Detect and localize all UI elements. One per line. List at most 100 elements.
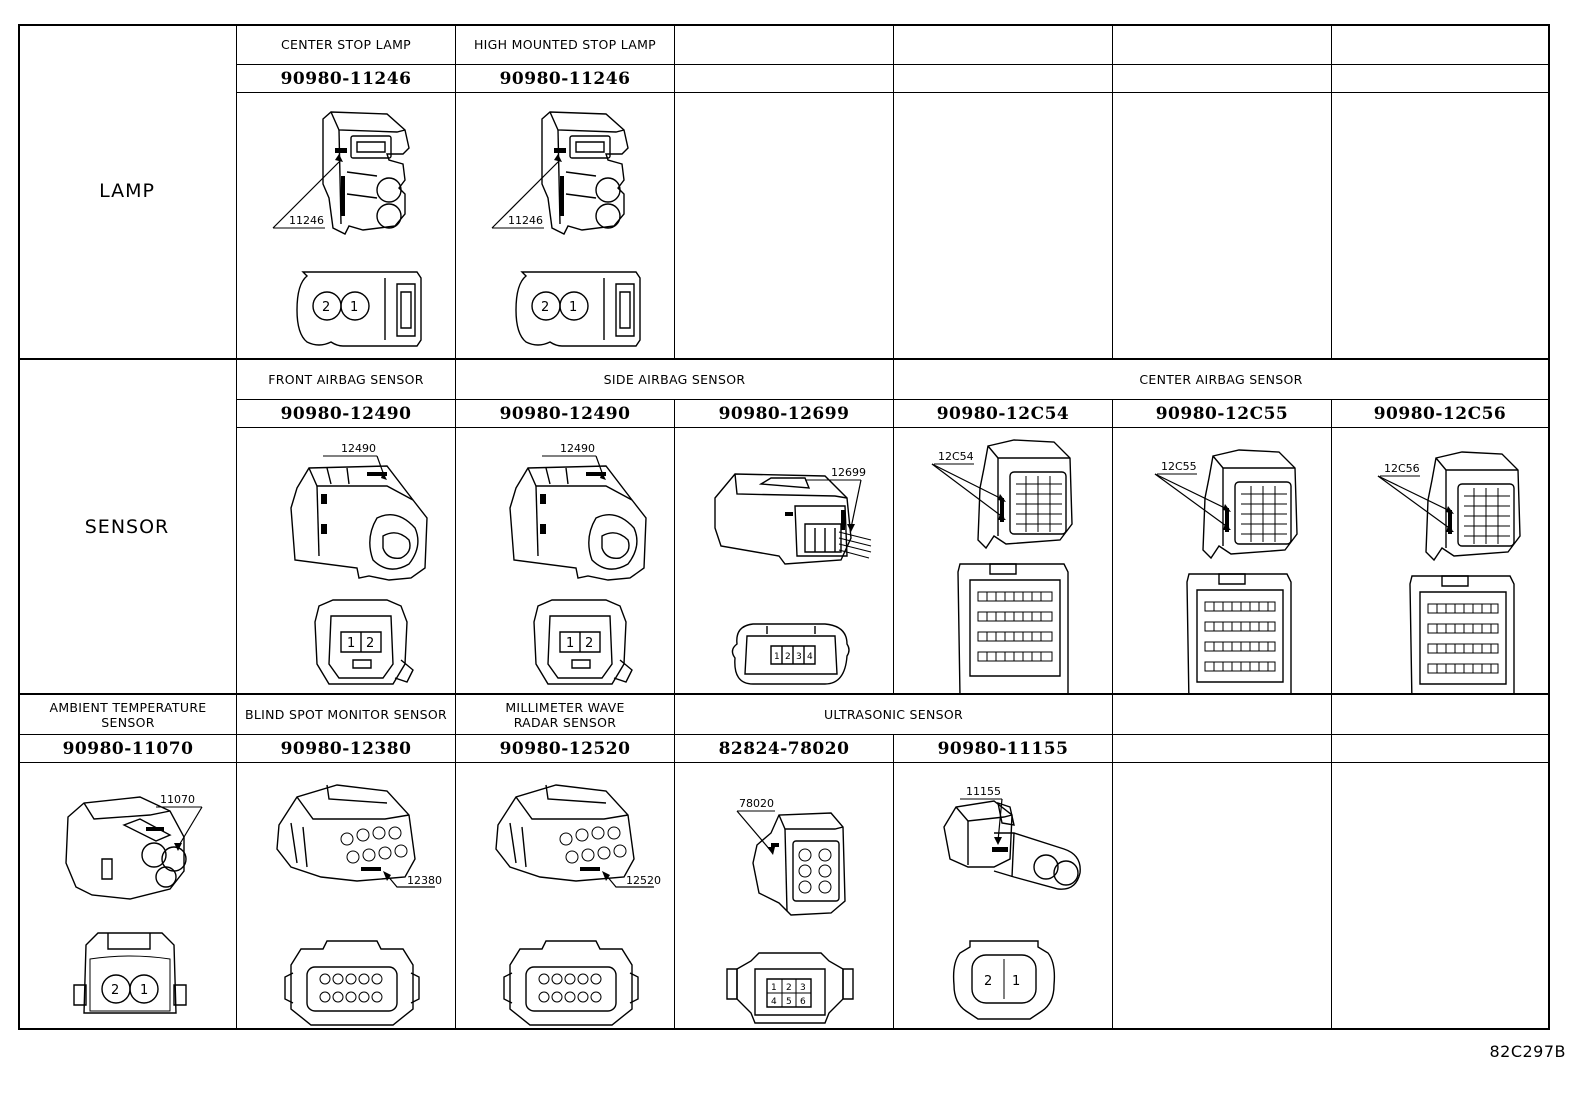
col-line <box>1331 694 1332 1029</box>
col-line <box>1331 399 1332 694</box>
pin-label: 1 <box>774 652 780 662</box>
border-left <box>18 24 20 1030</box>
pin-label: 3 <box>796 652 802 662</box>
col-line <box>893 24 894 359</box>
col-line <box>893 734 894 1029</box>
connector-drawing-center-airbag-sensor-12c54: 12C54 <box>894 428 1112 693</box>
connector-name: CENTER STOP LAMP <box>280 36 411 52</box>
pin-label: 4 <box>771 997 777 1007</box>
pin-label: 6 <box>800 997 806 1007</box>
pin-label: 5 <box>786 997 792 1007</box>
part-number: 90980-12C55 <box>1155 403 1289 424</box>
row-line <box>18 734 1548 735</box>
row-line <box>236 92 1548 93</box>
row-line <box>236 64 1548 65</box>
part-number: 90980-11246 <box>280 68 412 89</box>
connector-name: HIGH MOUNTED STOP LAMP <box>473 36 657 52</box>
pin-label: 2 <box>111 983 119 998</box>
section-label-sensor: SENSOR <box>84 515 170 538</box>
part-number: 90980-12490 <box>499 403 631 424</box>
figure-id: 82C297B <box>1489 1042 1566 1061</box>
code-ref: 12490 <box>341 442 376 455</box>
part-number: 82824-78020 <box>718 738 850 759</box>
pin-label: 2 <box>585 636 593 651</box>
code-ref: 12520 <box>626 874 661 887</box>
row-line <box>18 762 1548 763</box>
group-name: SIDE AIRBAG SENSOR <box>603 372 746 387</box>
connector-drawing-side-airbag-sensor: 12490 1 2 <box>456 428 674 693</box>
pin-label: 1 <box>566 636 574 651</box>
group-name: AMBIENT TEMPERATURE SENSOR <box>49 699 207 730</box>
pin-label: 2 <box>984 974 992 989</box>
border-bottom <box>18 1028 1550 1030</box>
connector-drawing-ultrasonic-sensor-11155: 11155 2 1 <box>894 763 1112 1028</box>
group-name: MILLIMETER WAVE RADAR SENSOR <box>505 699 625 730</box>
group-name: ULTRASONIC SENSOR <box>823 707 963 722</box>
pin-label: 1 <box>140 983 148 998</box>
part-number: 90980-12520 <box>499 738 631 759</box>
group-name: CENTER AIRBAG SENSOR <box>1139 372 1303 387</box>
pin-label: 2 <box>785 652 791 662</box>
pin-label: 1 <box>569 300 577 315</box>
pin-label: 1 <box>350 300 358 315</box>
section-divider <box>18 358 1550 360</box>
pin-label: 1 <box>771 983 777 993</box>
col-line <box>455 24 456 359</box>
group-name: BLIND SPOT MONITOR SENSOR <box>244 707 448 722</box>
connector-drawing-millimeter-wave-radar-sensor: 12520 <box>456 763 674 1028</box>
pin-label: 2 <box>322 300 330 315</box>
code-ref: 12C55 <box>1161 460 1197 473</box>
row-line <box>236 427 1548 428</box>
connector-drawing-front-airbag-sensor: 12490 1 2 <box>237 428 455 693</box>
connector-drawing-blind-spot-monitor-sensor: 12380 <box>237 763 455 1028</box>
code-ref: 11246 <box>289 214 324 227</box>
col-line <box>674 24 675 359</box>
col-line <box>1112 399 1113 694</box>
code-ref: 12490 <box>560 442 595 455</box>
part-number: 90980-12490 <box>280 403 412 424</box>
code-ref: 12C56 <box>1384 462 1420 475</box>
pin-label: 4 <box>807 652 813 662</box>
group-name: FRONT AIRBAG SENSOR <box>268 372 424 387</box>
col-line <box>674 399 675 694</box>
connector-drawing-center-stop-lamp: 11246 2 1 <box>237 94 455 358</box>
connector-drawing-ultrasonic-sensor-78020: 78020 1 2 3 4 5 6 <box>675 763 893 1028</box>
connector-drawing-side-airbag-sensor-12699: 12699 1 2 3 4 <box>675 428 893 693</box>
part-number: 90980-11246 <box>499 68 631 89</box>
connector-drawing-center-airbag-sensor-12c56: 12C56 <box>1332 428 1548 693</box>
col-line <box>236 24 237 359</box>
col-line <box>455 359 456 694</box>
pin-label: 2 <box>366 636 374 651</box>
part-number: 90980-12380 <box>280 738 412 759</box>
connector-drawing-high-mounted-stop-lamp: 11246 2 1 <box>456 94 674 358</box>
section-divider <box>18 693 1550 695</box>
border-top <box>18 24 1550 26</box>
border-right <box>1548 24 1550 1030</box>
connector-drawing-center-airbag-sensor-12c55: 12C55 <box>1113 428 1331 693</box>
col-line <box>236 694 237 1029</box>
code-ref: 78020 <box>739 797 774 810</box>
connector-drawing-ambient-temperature-sensor: 11070 2 1 <box>20 763 236 1028</box>
pin-label: 1 <box>1012 974 1020 989</box>
col-line <box>1112 24 1113 359</box>
section-label-lamp: LAMP <box>99 180 155 202</box>
col-line <box>674 694 675 1029</box>
part-number: 90980-12699 <box>718 403 850 424</box>
pin-label: 2 <box>786 983 792 993</box>
code-ref: 12C54 <box>938 450 974 463</box>
pin-label: 3 <box>800 983 806 993</box>
col-line <box>1331 24 1332 359</box>
part-number: 90980-11155 <box>937 738 1069 759</box>
code-ref: 11246 <box>508 214 543 227</box>
part-number: 90980-12C56 <box>1373 403 1507 424</box>
connector-chart: LAMP CENTER STOP LAMP HIGH MOUNTED STOP … <box>18 24 1550 1030</box>
code-ref: 12380 <box>407 874 442 887</box>
col-line <box>893 359 894 694</box>
code-ref: 11070 <box>160 793 195 806</box>
code-ref: 11155 <box>966 785 1001 798</box>
pin-label: 1 <box>347 636 355 651</box>
pin-label: 2 <box>541 300 549 315</box>
col-line <box>1112 694 1113 1029</box>
part-number: 90980-11070 <box>62 738 194 759</box>
part-number: 90980-12C54 <box>936 403 1070 424</box>
